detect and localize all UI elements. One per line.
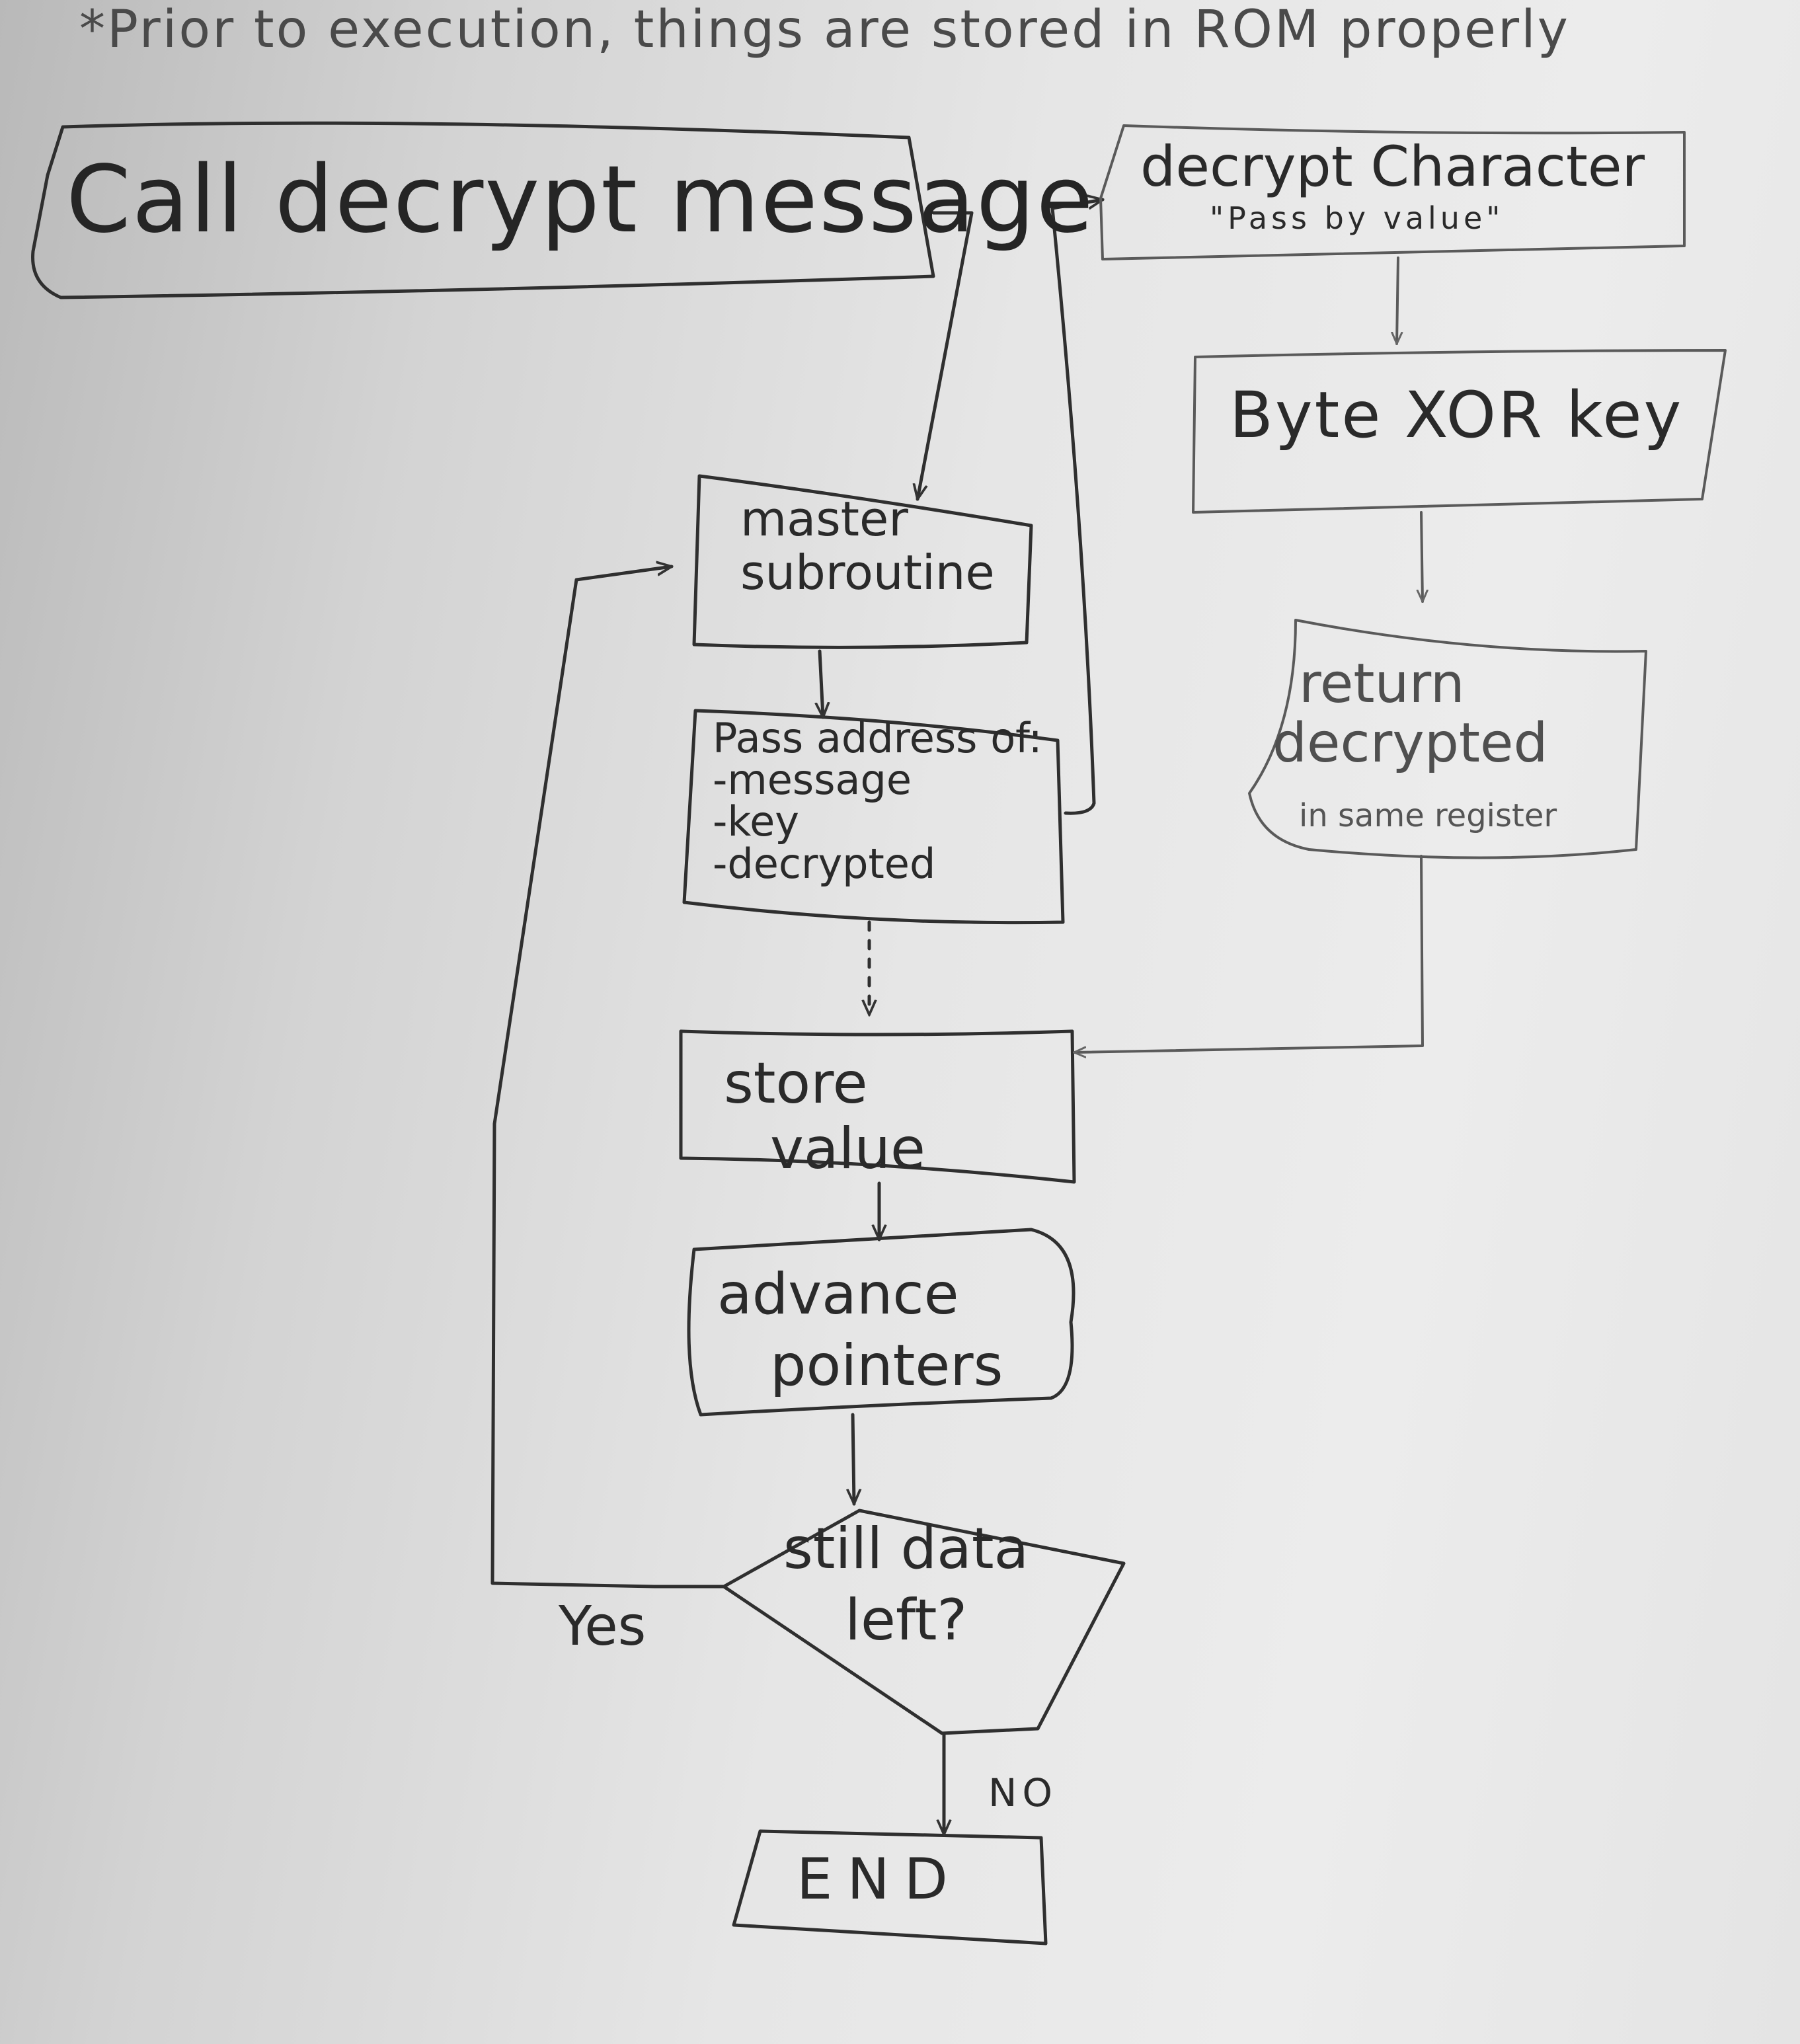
return-line-2: decrypted — [1272, 712, 1548, 775]
decrypt-box — [1099, 124, 1686, 260]
pass-line-2: -message — [713, 756, 912, 805]
return-sublabel: in same register — [1299, 797, 1557, 834]
end-label: END — [797, 1846, 962, 1912]
decrypt-label: decrypt Character — [1140, 134, 1645, 199]
start-box — [31, 121, 935, 299]
arrow-advance-to-decision — [853, 1413, 854, 1504]
return-label: return decrypted — [1272, 654, 1548, 773]
start-label: Call decrypt message — [66, 146, 1095, 254]
arrow-decrypt-to-xor — [1397, 256, 1398, 344]
store-line-2: value — [770, 1115, 925, 1182]
return-line-1: return — [1299, 652, 1465, 715]
no-branch-label: NO — [988, 1770, 1058, 1815]
decision-line-2: left? — [845, 1587, 968, 1653]
decision-label: still data left? — [783, 1514, 1029, 1656]
xor-box — [1192, 349, 1727, 514]
xor-label: Byte XOR key — [1230, 378, 1684, 452]
yes-branch-label: Yes — [559, 1595, 646, 1658]
arrow-yes-loop — [490, 567, 726, 1589]
return-box — [1248, 619, 1647, 859]
pass-label: Pass address of: -message -key -decrypte… — [713, 717, 1042, 884]
advance-label: advance pointers — [717, 1259, 1003, 1401]
decrypt-sublabel: "Pass by value" — [1210, 200, 1505, 236]
header-note: *Prior to execution, things are stored i… — [79, 0, 1570, 59]
arrow-return-to-store — [1074, 855, 1424, 1052]
decision-line-1: still data — [783, 1516, 1029, 1582]
advance-line-1: advance — [717, 1261, 959, 1327]
decision-diamond — [722, 1509, 1126, 1735]
master-label: master subroutine — [740, 492, 995, 599]
store-label: store value — [724, 1051, 925, 1182]
advance-box — [687, 1228, 1076, 1417]
arrow-xor-to-return — [1421, 511, 1423, 602]
arrow-master-to-pass — [820, 649, 823, 717]
pass-line-3: -key — [713, 797, 799, 846]
master-line-1: master — [740, 491, 908, 547]
store-line-1: store — [724, 1050, 868, 1117]
advance-line-2: pointers — [770, 1332, 1003, 1399]
arrow-pass-to-decrypt — [1050, 200, 1103, 815]
pass-line-4: -decrypted — [713, 839, 936, 888]
pass-line-1: Pass address of: — [713, 714, 1042, 762]
arrow-start-to-master — [918, 211, 974, 499]
store-box — [679, 1029, 1076, 1184]
master-line-2: subroutine — [740, 544, 995, 600]
master-box — [692, 474, 1033, 649]
